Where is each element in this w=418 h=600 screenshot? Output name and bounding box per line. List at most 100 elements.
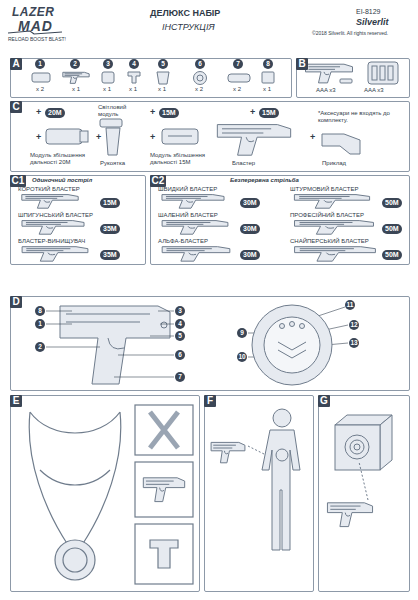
harness <box>63 548 87 572</box>
range-badge: 50M <box>382 224 402 234</box>
range-badge: 50M <box>382 250 402 260</box>
harness <box>135 405 193 455</box>
logo-text: LAZER <box>12 6 55 20</box>
caption-text: *Аксесуари не входять до комплекту. <box>318 110 406 124</box>
caption-text: x 2 <box>36 86 44 93</box>
playing-scene <box>211 442 245 462</box>
blaster-variants <box>22 195 376 262</box>
blaster-parts-view <box>161 322 167 328</box>
callout-number: 4 <box>175 319 185 329</box>
accessory-parts <box>106 128 120 155</box>
caption-text: x 1 <box>158 86 166 93</box>
caption-text: Світловий модуль <box>98 104 138 118</box>
harness <box>150 540 178 568</box>
vest-target <box>278 342 306 358</box>
plus-sign: + <box>250 108 255 117</box>
caption-text: ШВИДКИЙ БЛАСТЕР <box>158 186 217 193</box>
vest-target <box>264 317 320 373</box>
callout-number: 8 <box>35 306 45 316</box>
section-panel: F <box>204 395 314 592</box>
plus-sign: + <box>36 133 41 142</box>
caption-text: БЛАСТЕР-ВИНИЩУВАЧ <box>18 238 85 245</box>
section-letter: B <box>296 58 308 70</box>
kit-parts <box>102 72 114 83</box>
section-panel: A <box>10 58 292 98</box>
logo-text: MAD <box>18 18 53 34</box>
callout-number: 3 <box>103 59 113 69</box>
small-print: RELOAD BOOST BLAST! <box>8 37 66 43</box>
callout-number: 1 <box>35 319 45 329</box>
kit-parts <box>63 72 89 83</box>
caption-text: СНАЙПЕРСЬКИЙ БЛАСТЕР <box>290 238 369 245</box>
caption-text: ПРОФЕСІЙНИЙ БЛАСТЕР <box>290 212 364 219</box>
blaster-variants <box>22 221 84 235</box>
blaster-variants <box>162 247 230 261</box>
section-panel: B <box>296 58 410 98</box>
callout-number: 12 <box>349 320 359 330</box>
target-scene <box>350 440 364 454</box>
caption-text: x 1 <box>129 86 137 93</box>
callout-number: 6 <box>175 350 185 360</box>
section-letter: F <box>204 395 216 407</box>
callout-number: 5 <box>158 59 168 69</box>
playing-scene <box>273 409 291 427</box>
article-number: EI-8129 <box>356 8 381 16</box>
target-scene <box>380 415 392 470</box>
accessory-parts <box>162 129 198 144</box>
accessory-parts <box>217 125 290 156</box>
callout-number: 4 <box>129 59 139 69</box>
caption-text: Модуль збільшення дальності 20М <box>30 152 92 166</box>
kit-parts <box>32 72 274 85</box>
callout-number: 10 <box>237 352 247 362</box>
callout-number: 9 <box>237 328 247 338</box>
blaster-variants <box>162 195 224 209</box>
vest-target <box>290 322 295 327</box>
caption-text: AAA x3 <box>364 87 384 94</box>
section-letter: C1 <box>10 175 26 187</box>
accessory-parts <box>322 134 360 154</box>
kit-parts <box>228 74 250 82</box>
harness <box>135 462 193 517</box>
battery-install <box>340 79 352 83</box>
callout-number: 7 <box>175 372 185 382</box>
section-letter: C2 <box>150 175 166 187</box>
caption-text: Модуль збільшення дальності 15М <box>150 152 212 166</box>
caption-text: x 2 <box>195 86 203 93</box>
section-panel: G <box>318 395 410 592</box>
callout-number: 8 <box>263 59 273 69</box>
range-badge: 35M <box>100 224 120 234</box>
range-badge: 15M <box>100 198 120 208</box>
caption-text: AAA x3 <box>316 87 336 94</box>
plus-sign: + <box>150 108 155 117</box>
vest-target <box>252 305 332 385</box>
callout-number: 5 <box>175 331 185 341</box>
plus-sign: + <box>150 133 155 142</box>
target-scene <box>359 462 368 500</box>
accessory-parts <box>46 119 360 155</box>
blaster-variants <box>22 247 88 261</box>
kit-parts <box>157 72 169 84</box>
kit-parts <box>197 75 203 81</box>
vest-target <box>252 305 332 385</box>
playing-scene <box>276 449 288 461</box>
callout-number: 7 <box>233 59 243 69</box>
range-badge: 20M <box>45 108 65 118</box>
page-title: ДЕЛЮКС НАБІР <box>150 8 220 18</box>
battery-install <box>306 64 353 83</box>
harness <box>29 405 193 584</box>
blaster-variants <box>295 221 374 235</box>
callout-number: 2 <box>70 59 80 69</box>
battery-install <box>372 66 377 80</box>
small-print: ©2018 Silverlit. All rights reserved. <box>312 31 388 37</box>
harness <box>135 524 193 584</box>
plus-sign: + <box>36 108 41 117</box>
blaster-parts-view <box>60 306 170 384</box>
subtitle: ІНСТРУКЦІЯ <box>162 22 215 32</box>
blaster-variants <box>294 195 369 209</box>
section-letter: G <box>318 395 330 407</box>
brand-name: Silverlit <box>356 17 389 27</box>
vest-target <box>280 324 285 329</box>
section-letter: E <box>10 395 22 407</box>
callout-number: 13 <box>349 338 359 348</box>
range-badge: 30M <box>240 224 260 234</box>
